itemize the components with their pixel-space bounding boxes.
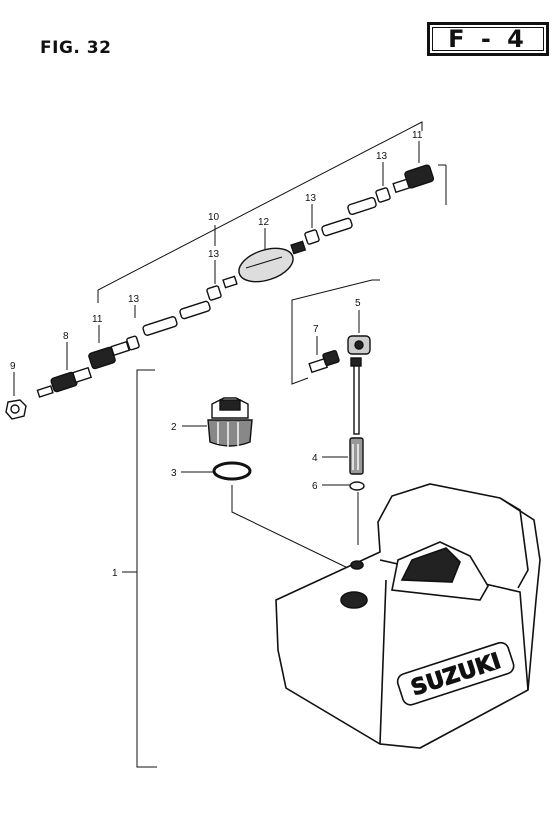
- strainer-part-4: [349, 437, 364, 475]
- callout-13-c: 13: [305, 193, 317, 204]
- hose-assembly-bracket-right: [438, 164, 447, 205]
- callout-11-right: 11: [412, 130, 423, 141]
- fitting-part-11-right: [392, 164, 435, 194]
- filler-neck: [340, 591, 368, 609]
- figure-title: FIG. 32: [40, 38, 112, 58]
- clamp-13-d: [375, 187, 391, 203]
- callouts: 1 2 3 4 5 6 7 8 9 10 11 11 12 13 13 13 1…: [10, 130, 423, 579]
- callout-12: 12: [258, 217, 270, 228]
- figure-code: F - 4: [448, 25, 528, 53]
- pickup-tube: [353, 365, 360, 435]
- cap-part-2: [207, 397, 253, 447]
- fitting-part-11-left: [88, 340, 131, 370]
- callout-3: 3: [171, 468, 177, 479]
- connector-part-8: [36, 366, 93, 398]
- callout-13-a: 13: [128, 294, 140, 305]
- assembly-bracket-1: [136, 369, 157, 768]
- clamp-13-c: [304, 229, 320, 245]
- elbow-bracket: [291, 279, 380, 385]
- hose-segment-a: [142, 316, 178, 336]
- o-ring-part-6: [349, 481, 365, 491]
- primer-bulb-part-12: [222, 240, 307, 289]
- callout-11-left: 11: [92, 314, 103, 325]
- callout-13-b: 13: [208, 249, 220, 260]
- leader-3-cap-link: [231, 485, 353, 571]
- callout-13-d: 13: [376, 151, 388, 162]
- nut-part-9: [5, 399, 27, 420]
- connector-part-7: [308, 349, 340, 374]
- callout-7: 7: [313, 324, 319, 335]
- gasket-part-3: [212, 461, 252, 481]
- fuel-tank: SUZUKI: [275, 483, 541, 749]
- hose-assembly-bracket: [97, 121, 423, 303]
- clamp-13-b: [206, 285, 222, 301]
- callout-2: 2: [171, 422, 177, 433]
- callout-1: 1: [112, 568, 118, 579]
- callout-5: 5: [355, 298, 361, 309]
- callout-6: 6: [312, 481, 318, 492]
- figure-code-box: F - 4: [427, 22, 549, 56]
- hose-segment-c: [321, 217, 353, 237]
- callout-10: 10: [208, 212, 220, 223]
- hose-segment-b: [179, 300, 211, 320]
- elbow-part-5: [347, 335, 371, 367]
- clamp-13-a: [126, 335, 140, 351]
- pickup-port: [350, 560, 364, 570]
- hose-segment-d: [347, 196, 377, 216]
- callout-9: 9: [10, 361, 16, 372]
- callout-8: 8: [63, 331, 69, 342]
- callout-4: 4: [312, 453, 318, 464]
